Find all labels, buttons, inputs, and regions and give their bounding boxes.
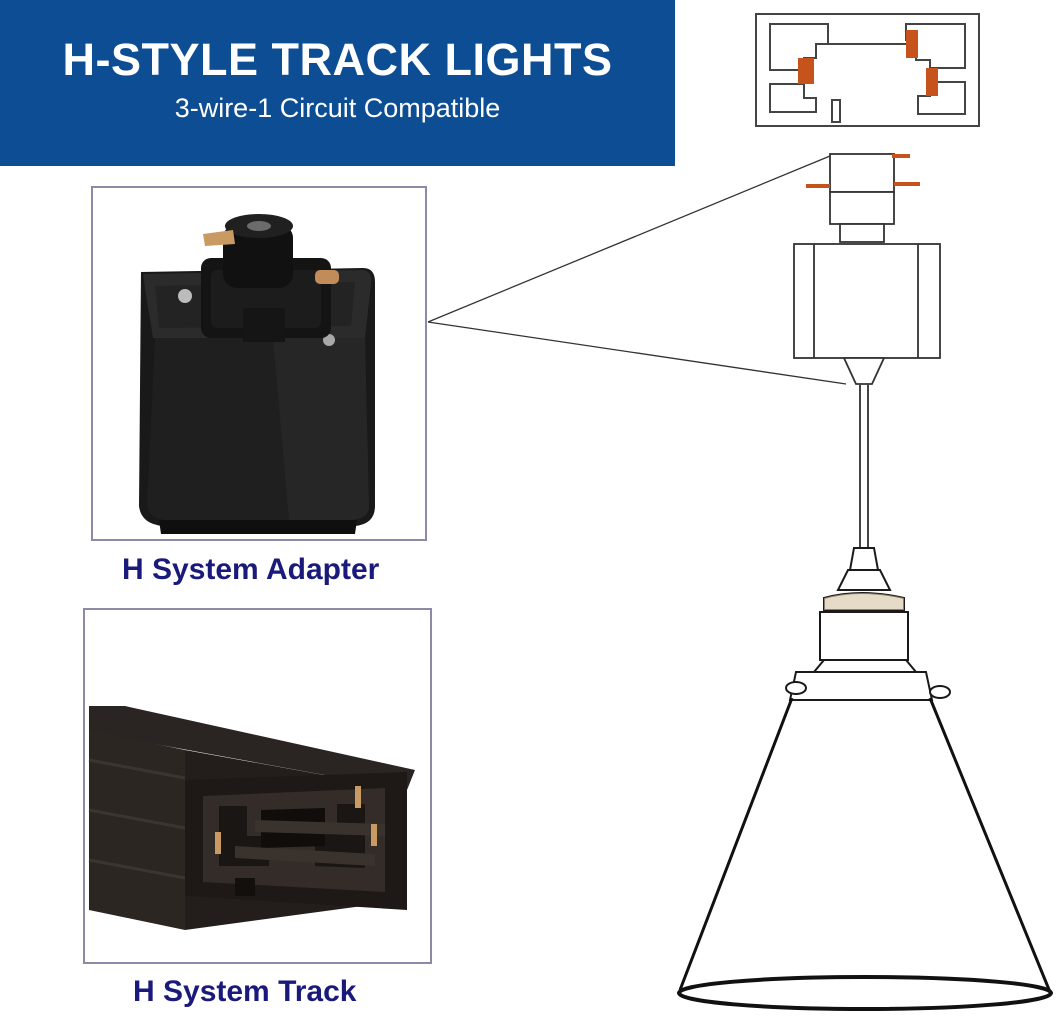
pendant-lamp-icon	[427, 13, 1053, 1011]
adapter-schematic	[793, 153, 941, 385]
track-adapter-icon	[139, 214, 375, 534]
banner-subtitle: 3-wire-1 Circuit Compatible	[174, 93, 501, 123]
contact-right-top	[906, 30, 918, 58]
track-rail-icon	[88, 706, 415, 930]
banner-title: H-STYLE TRACK LIGHTS	[62, 34, 613, 85]
adapter-photo-frame	[91, 186, 427, 541]
contact-left	[798, 58, 814, 84]
track-caption: H System Track	[133, 975, 357, 1008]
track-photo-frame	[83, 608, 432, 964]
contact-right-bottom	[926, 68, 938, 96]
pendant-diagram	[420, 0, 1061, 1017]
track-cross-section	[755, 13, 980, 127]
adapter-caption: H System Adapter	[122, 553, 380, 586]
title-banner: H-STYLE TRACK LIGHTS 3-wire-1 Circuit Co…	[0, 0, 675, 166]
